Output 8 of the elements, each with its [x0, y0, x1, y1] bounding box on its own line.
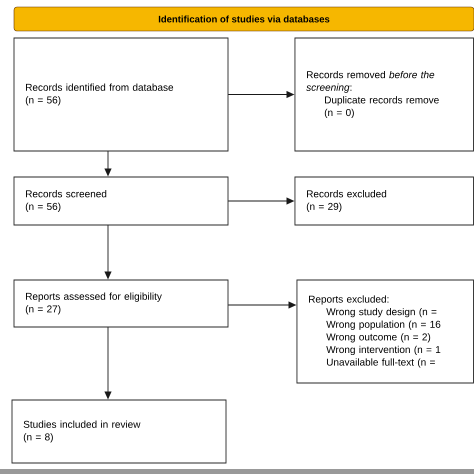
process-box: Reports excluded: Wrong study design (n = Wrong population (n = 16 Wrong outcome (n = 2) Wrong intervention (n = 1 Unavailable full-text (n = — [296, 280, 474, 384]
process-box: Records screened (n = 56) — [14, 176, 228, 226]
process-box: Reports assessed for eligibility (n = 27) — [14, 280, 228, 328]
process-box: Records excluded (n = 29) — [294, 176, 474, 226]
process-box: Records removed before the screening: Duplicate records remove (n = 0) — [294, 38, 474, 152]
process-box: Studies included in review (n = 8) — [12, 400, 226, 464]
section-banner: Identification of studies via databases — [14, 6, 474, 32]
process-box: Records identified from database (n = 56) — [14, 38, 228, 152]
